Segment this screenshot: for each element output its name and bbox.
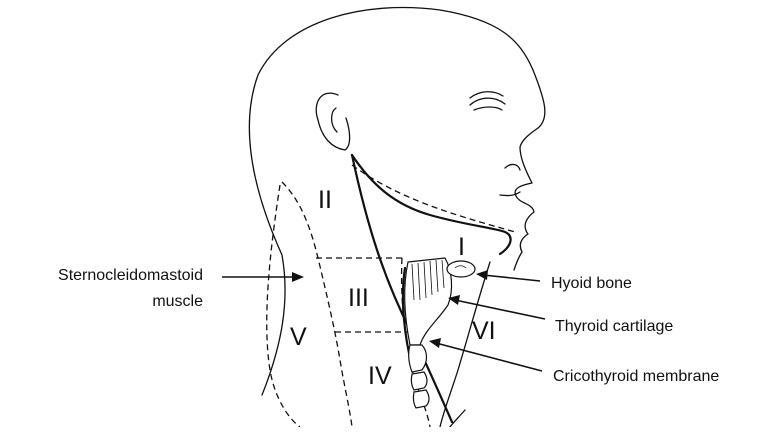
level-V: V (290, 323, 307, 351)
trachea-rings (411, 372, 429, 408)
scm-arrowhead (292, 272, 304, 282)
level-III: III (348, 284, 369, 312)
level-I: I (458, 233, 465, 261)
scm-label-line1: Sternocleidomastoid (58, 267, 203, 284)
hyoid-arrow (483, 275, 540, 281)
hyoid-label: Hyoid bone (551, 275, 632, 292)
thyroid-label: Thyroid cartilage (555, 318, 673, 335)
arrows (222, 270, 545, 371)
hyoid-arrowhead (476, 270, 488, 280)
cricothyroid-arrow (436, 343, 542, 371)
larynx (405, 258, 475, 408)
head-outline (249, 8, 545, 427)
level-VI: VI (472, 317, 496, 345)
cricoid-cartilage (409, 345, 427, 372)
thyroid-arrow (455, 300, 545, 319)
scm-label-line2: muscle (152, 293, 203, 310)
thyroid-cartilage (405, 258, 452, 345)
cricothyroid-label: Cricothyroid membrane (553, 368, 719, 385)
cricothyroid-arrowhead (429, 338, 441, 348)
hyoid-bone (447, 261, 475, 277)
level-II: II (318, 186, 332, 214)
level-numerals: I II III IV V VI (290, 186, 496, 390)
level-IV: IV (368, 362, 392, 390)
